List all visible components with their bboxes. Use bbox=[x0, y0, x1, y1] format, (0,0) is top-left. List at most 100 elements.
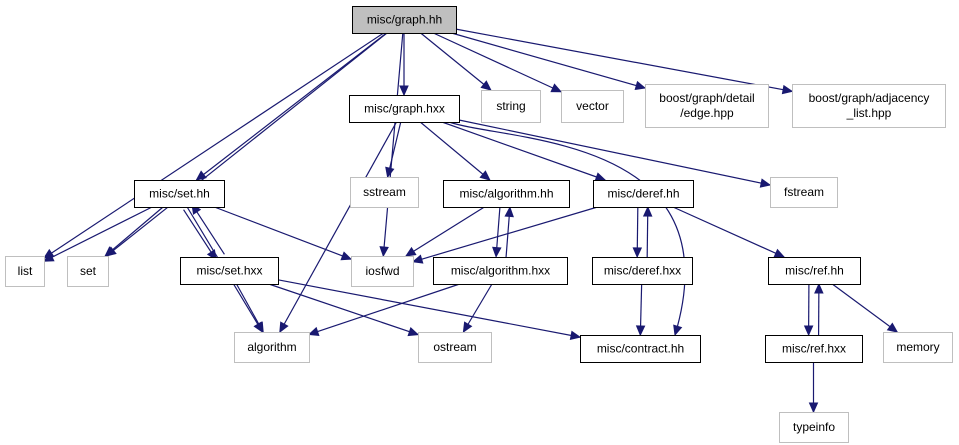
edge-line bbox=[420, 32, 492, 91]
edge-graph_hxx-to-contract_hh bbox=[448, 121, 686, 337]
node-box bbox=[779, 412, 849, 443]
node-label: /edge.hpp bbox=[680, 106, 734, 120]
node-label: list bbox=[18, 264, 33, 278]
edge-set_hh-to-iosfwd bbox=[214, 206, 353, 261]
edge-line bbox=[831, 283, 898, 333]
node-box bbox=[592, 257, 693, 285]
edge-line bbox=[43, 206, 153, 262]
node-label: set bbox=[80, 264, 97, 278]
node-label: misc/deref.hxx bbox=[604, 264, 681, 278]
node-graph-hxx[interactable]: misc/graph.hxx bbox=[349, 95, 460, 123]
node-box bbox=[180, 257, 279, 285]
edge-graph_hh-to-graph_hxx bbox=[399, 33, 409, 97]
edge-set_hxx-to-ostream bbox=[268, 283, 420, 337]
node-contract-hh[interactable]: misc/contract.hh bbox=[580, 335, 701, 363]
edge-algorithm_hxx-to-algorithm bbox=[307, 283, 460, 336]
edge-deref_hxx-to-contract_hh bbox=[635, 283, 646, 337]
edge-graph_hxx-to-fstream bbox=[458, 119, 772, 188]
node-box bbox=[350, 177, 419, 208]
node-label: misc/ref.hxx bbox=[782, 342, 846, 356]
node-box bbox=[768, 257, 861, 285]
node-algorithm-hxx[interactable]: misc/algorithm.hxx bbox=[433, 257, 568, 285]
edge-graph_hh-to-iosfwd bbox=[379, 32, 404, 258]
arrow-head-icon bbox=[781, 84, 794, 95]
edge-line bbox=[268, 283, 419, 336]
node-box bbox=[349, 95, 460, 123]
node-box bbox=[792, 84, 946, 128]
node-vector: vector bbox=[561, 90, 624, 123]
arrow-head-icon bbox=[803, 325, 814, 337]
arrow-head-icon bbox=[307, 326, 320, 336]
arrow-head-icon bbox=[550, 83, 563, 93]
node-ostream: ostream bbox=[418, 332, 492, 363]
edge-deref_hh-to-iosfwd bbox=[411, 206, 598, 264]
edge-ref_hxx-to-typeinfo bbox=[808, 362, 819, 414]
arrow-head-icon bbox=[385, 166, 395, 179]
edge-line bbox=[43, 32, 384, 259]
arrow-head-icon bbox=[279, 321, 289, 334]
edge-line bbox=[214, 206, 352, 260]
arrow-head-icon bbox=[504, 206, 514, 218]
arrow-head-icon bbox=[814, 282, 824, 294]
arrow-head-icon bbox=[254, 321, 264, 334]
edges-layer bbox=[42, 28, 899, 414]
edge-line bbox=[277, 279, 581, 338]
node-box bbox=[765, 335, 863, 363]
edge-graph_hh-to-string bbox=[420, 32, 492, 91]
edge-line bbox=[106, 32, 388, 257]
node-label: vector bbox=[576, 99, 609, 113]
edge-line bbox=[412, 206, 598, 263]
edge-line bbox=[104, 206, 164, 257]
node-box bbox=[481, 90, 541, 123]
node-label: memory bbox=[896, 340, 939, 354]
node-box bbox=[443, 180, 570, 208]
node-box bbox=[134, 180, 225, 208]
node-box bbox=[234, 332, 310, 363]
edge-ref_hh-to-ref_hxx bbox=[803, 283, 814, 337]
edge-graph_hh-to-set bbox=[105, 32, 388, 257]
node-label: misc/graph.hxx bbox=[364, 102, 445, 116]
node-label: boost/graph/adjacency bbox=[809, 91, 930, 105]
node-deref-hh[interactable]: misc/deref.hh bbox=[593, 180, 694, 208]
edge-algorithm_hxx-to-algorithm_hh bbox=[504, 206, 514, 258]
edge-deref_hxx-to-deref_hh bbox=[642, 205, 653, 258]
node-sstream: sstream bbox=[350, 177, 419, 208]
edge-line bbox=[183, 209, 217, 261]
arrow-head-icon bbox=[195, 170, 207, 181]
node-ref-hxx[interactable]: misc/ref.hxx bbox=[765, 335, 863, 363]
edge-set_hxx-to-algorithm bbox=[235, 283, 264, 334]
node-label: misc/algorithm.hxx bbox=[451, 264, 550, 278]
edge-ref_hh-to-memory bbox=[831, 283, 899, 333]
node-label: boost/graph/detail bbox=[659, 91, 754, 105]
node-ref-hh[interactable]: misc/ref.hh bbox=[768, 257, 861, 285]
node-box bbox=[418, 332, 492, 363]
edge-line bbox=[279, 121, 398, 333]
arrow-head-icon bbox=[759, 178, 772, 188]
edge-deref_hh-to-ref_hh bbox=[672, 206, 786, 258]
node-typeinfo: typeinfo bbox=[779, 412, 849, 443]
node-algorithm-hh[interactable]: misc/algorithm.hh bbox=[443, 180, 570, 208]
arrow-head-icon bbox=[404, 246, 417, 257]
edge-line bbox=[448, 121, 686, 336]
node-label: _list.hpp bbox=[846, 106, 892, 120]
edge-set_hh-to-list bbox=[42, 206, 153, 262]
node-label: string bbox=[496, 99, 525, 113]
node-label: sstream bbox=[363, 185, 406, 199]
node-set-hh[interactable]: misc/set.hh bbox=[134, 180, 225, 208]
edge-line bbox=[455, 28, 793, 92]
node-set-hxx[interactable]: misc/set.hxx bbox=[180, 257, 279, 285]
node-box bbox=[593, 180, 694, 208]
node-label: misc/set.hh bbox=[149, 187, 210, 201]
edge-graph_hh-to-vector bbox=[433, 32, 563, 93]
node-label: misc/contract.hh bbox=[597, 342, 684, 356]
node-fstream: fstream bbox=[770, 177, 838, 208]
node-deref-hxx[interactable]: misc/deref.hxx bbox=[592, 257, 693, 285]
node-label: misc/set.hxx bbox=[196, 264, 262, 278]
node-label: algorithm bbox=[247, 340, 296, 354]
node-graph-hh[interactable]: misc/graph.hh bbox=[352, 6, 457, 34]
node-box bbox=[645, 84, 769, 128]
node-box bbox=[883, 332, 953, 363]
node-box bbox=[561, 90, 624, 123]
arrow-head-icon bbox=[340, 251, 353, 261]
edge-line bbox=[196, 32, 387, 181]
